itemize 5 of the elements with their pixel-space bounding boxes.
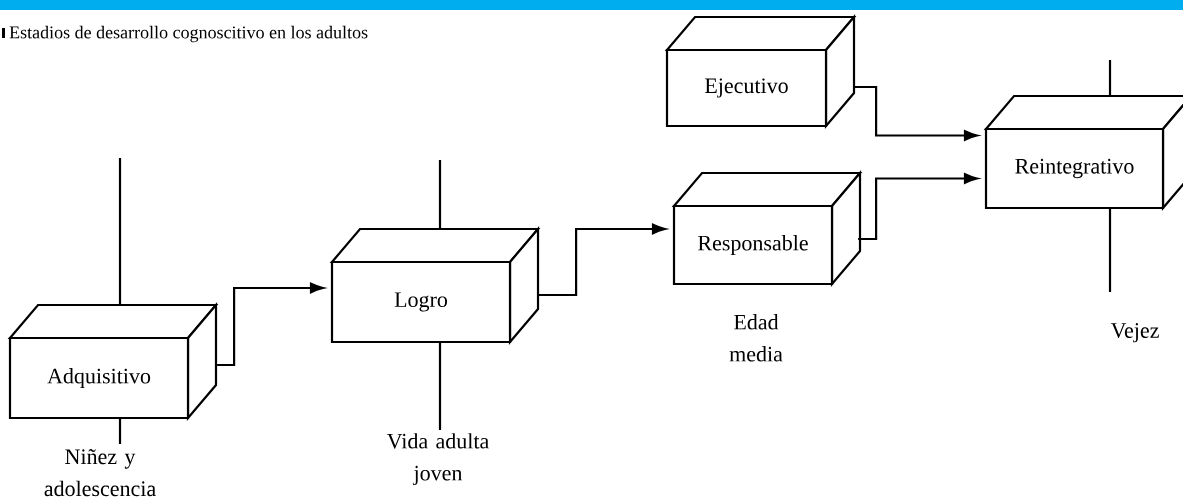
stage-label: Vejez: [1110, 323, 1159, 343]
stage-label: Edad media: [729, 314, 783, 362]
stage-label: Vida adulta joven: [387, 433, 489, 486]
title: Estadios de desarrollo cognoscitivo en los adultos: [9, 25, 368, 43]
stage-label: Niñez y adolescencia: [44, 449, 156, 497]
